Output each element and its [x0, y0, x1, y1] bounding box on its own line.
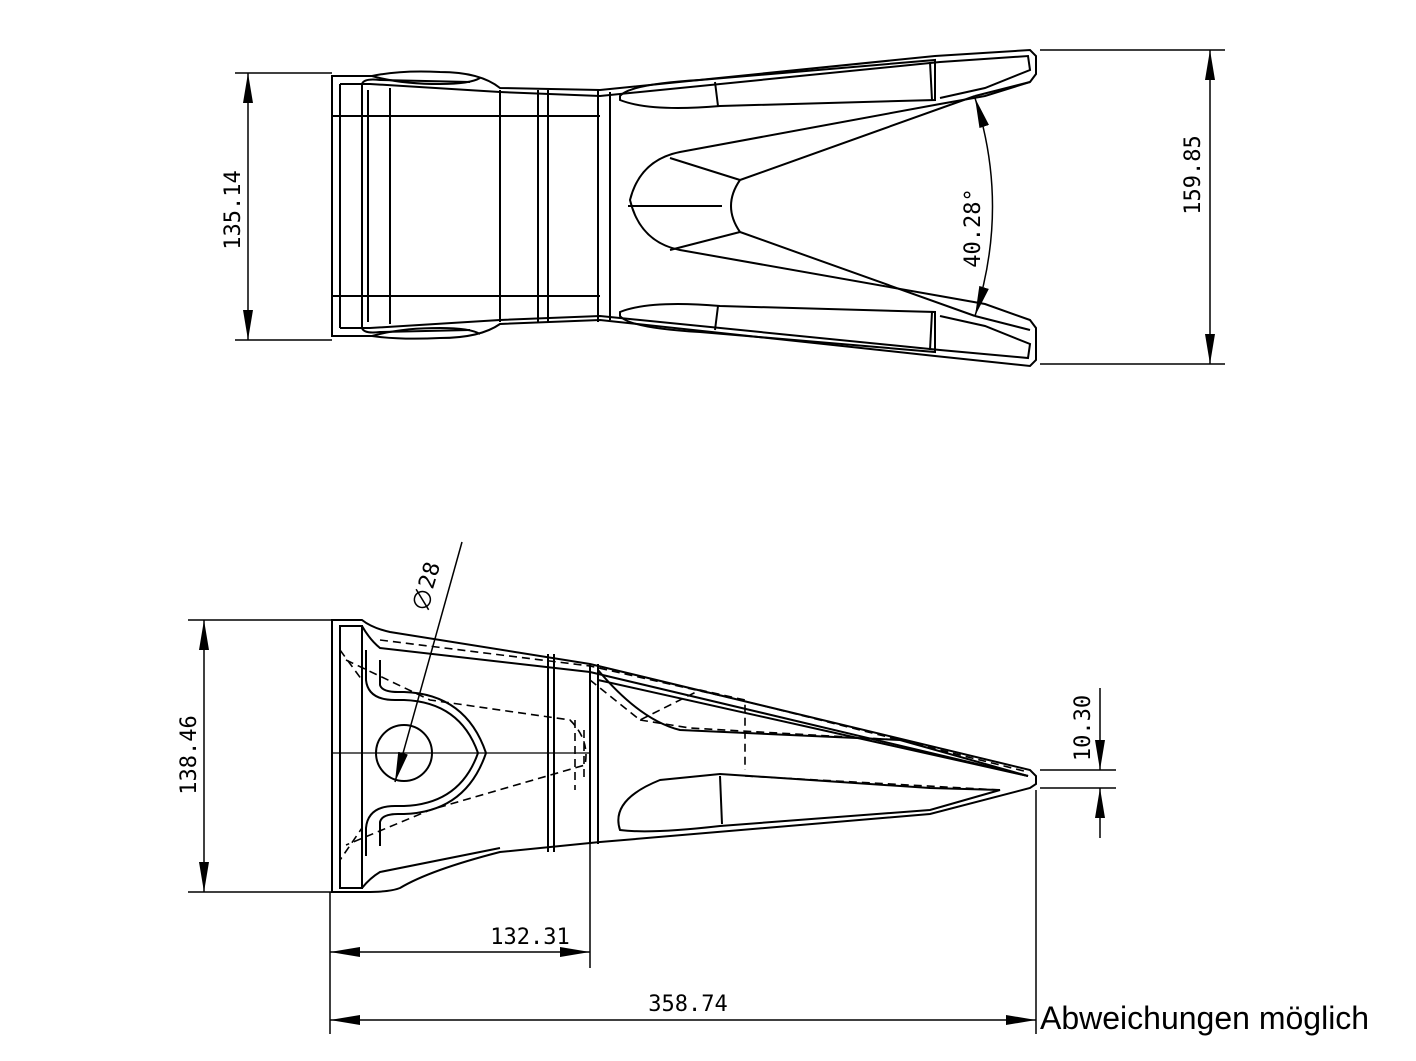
dim-hole-diameter-value: 28 [414, 559, 446, 592]
dim-hole-diameter: 28 [413, 559, 446, 611]
diameter-symbol-icon [413, 590, 432, 609]
diameter-symbol-slash [415, 588, 430, 611]
dim-tip-thickness: 10.30 [1071, 695, 1096, 761]
side-lower-slot [617, 772, 1001, 833]
top-lower-slot [619, 303, 936, 354]
side-view-hidden-lines [339, 639, 1029, 861]
dim-side-height: 138.46 [177, 715, 202, 794]
top-view-inner-outline [340, 54, 1032, 360]
side-view-outline [331, 619, 1037, 893]
dim-top-angle: 40.28° [961, 188, 986, 267]
side-view [331, 619, 1037, 893]
top-view-outline [331, 48, 1037, 368]
top-v-notch [730, 95, 976, 317]
deviation-note: Abweichungen möglich [1040, 1000, 1370, 1036]
side-view-dimensions [188, 541, 1116, 1034]
dim-top-height: 135.14 [221, 170, 246, 249]
top-view-dimensions [235, 49, 1225, 365]
top-view [331, 48, 1037, 368]
top-upper-slot [619, 58, 936, 109]
dim-top-width: 159.85 [1181, 135, 1206, 214]
dim-hole-to-shoulder: 132.31 [490, 925, 569, 950]
dim-overall-length: 358.74 [648, 992, 727, 1017]
